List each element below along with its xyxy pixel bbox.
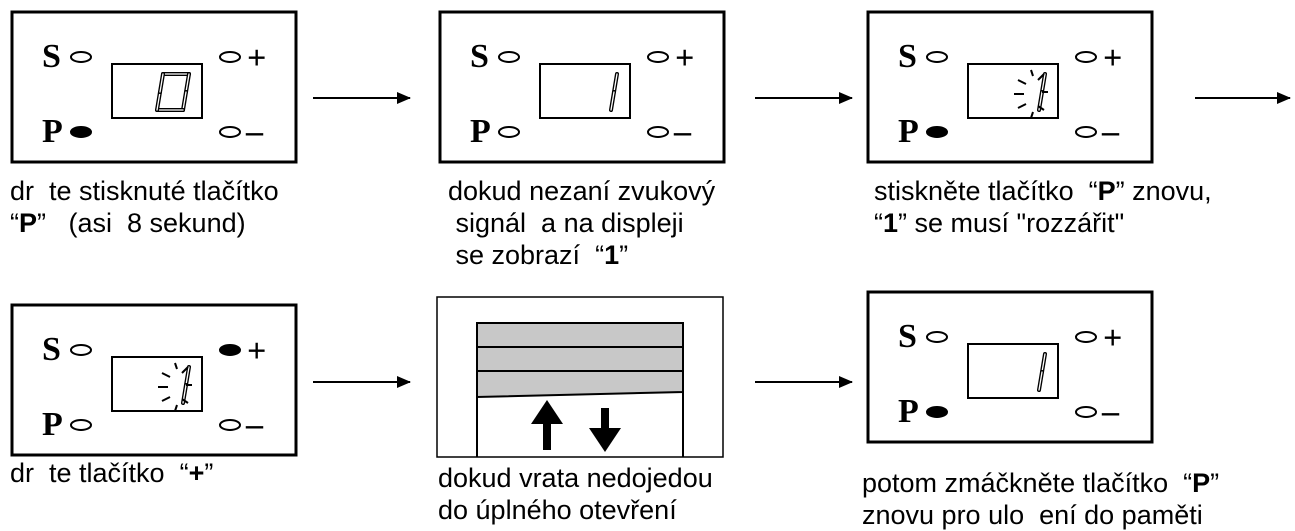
s-button-indicator: [926, 331, 948, 343]
door-slat-2: [476, 346, 684, 372]
p-label: P: [42, 406, 63, 443]
display-panel-step-4: S P + –: [10, 303, 298, 457]
minus-label: –: [1101, 393, 1120, 430]
minus-label: –: [673, 113, 692, 150]
display-digit: [1037, 352, 1047, 392]
caption-step-4: dr te tlačítko “+”: [10, 458, 214, 488]
plus-label: +: [247, 40, 266, 77]
plus-button-indicator: [647, 51, 669, 63]
door-arrow-up-icon: [531, 400, 563, 450]
s-button-indicator: [926, 51, 948, 63]
p-label: P: [470, 113, 491, 150]
display-digit: [155, 72, 191, 112]
minus-label: –: [245, 113, 264, 150]
caption-step-6: potom zmáčkněte tlačítko “P”znovu pro ul…: [862, 468, 1220, 530]
display-panel-step-3: S P + –: [866, 10, 1154, 164]
caption-step-1: dr te stisknuté tlačítko“P” (asi 8 sekun…: [10, 176, 279, 238]
door-slat-3: [476, 370, 684, 399]
minus-button-indicator: [1075, 126, 1097, 138]
plus-label: +: [1103, 40, 1122, 77]
display-panel-step-6: S P + –: [866, 290, 1154, 444]
door-arrow-down-icon: [589, 408, 621, 452]
s-button-indicator: [70, 51, 92, 63]
plus-label: +: [1103, 320, 1122, 357]
s-label: S: [42, 38, 61, 75]
p-button-indicator: [926, 126, 948, 138]
plus-button-indicator: [1075, 331, 1097, 343]
garage-door-panel: [436, 296, 724, 458]
display-panel-step-2: S P + –: [438, 10, 726, 164]
p-label: P: [42, 113, 63, 150]
minus-button-indicator: [219, 126, 241, 138]
plus-label: +: [247, 333, 266, 370]
plus-button-indicator: [1075, 51, 1097, 63]
caption-step-3: stiskněte tlačítko “P” znovu,“1” se musí…: [874, 176, 1212, 238]
minus-button-indicator: [219, 419, 241, 431]
minus-button-indicator: [1075, 406, 1097, 418]
p-button-indicator: [926, 406, 948, 418]
plus-button-indicator: [219, 51, 241, 63]
s-label: S: [898, 318, 917, 355]
display-panel-step-1: S P + –: [10, 10, 298, 164]
p-label: P: [898, 113, 919, 150]
minus-button-indicator: [647, 126, 669, 138]
caption-step-2: dokud nezaní zvukový signál a na displej…: [448, 176, 716, 270]
minus-label: –: [1101, 113, 1120, 150]
s-label: S: [898, 38, 917, 75]
s-label: S: [42, 331, 61, 368]
s-button-indicator: [498, 51, 520, 63]
s-label: S: [470, 38, 489, 75]
minus-label: –: [245, 406, 264, 443]
display-digit: [609, 72, 619, 112]
plus-label: +: [675, 40, 694, 77]
plus-button-indicator: [219, 344, 241, 356]
blink-rays-icon: [1014, 69, 1048, 119]
blink-rays-icon: [158, 362, 192, 412]
s-button-indicator: [70, 344, 92, 356]
digit-display: [967, 343, 1059, 399]
p-button-indicator: [70, 126, 92, 138]
p-button-indicator: [498, 126, 520, 138]
door-slat-1: [476, 322, 684, 348]
p-button-indicator: [70, 419, 92, 431]
p-label: P: [898, 393, 919, 430]
